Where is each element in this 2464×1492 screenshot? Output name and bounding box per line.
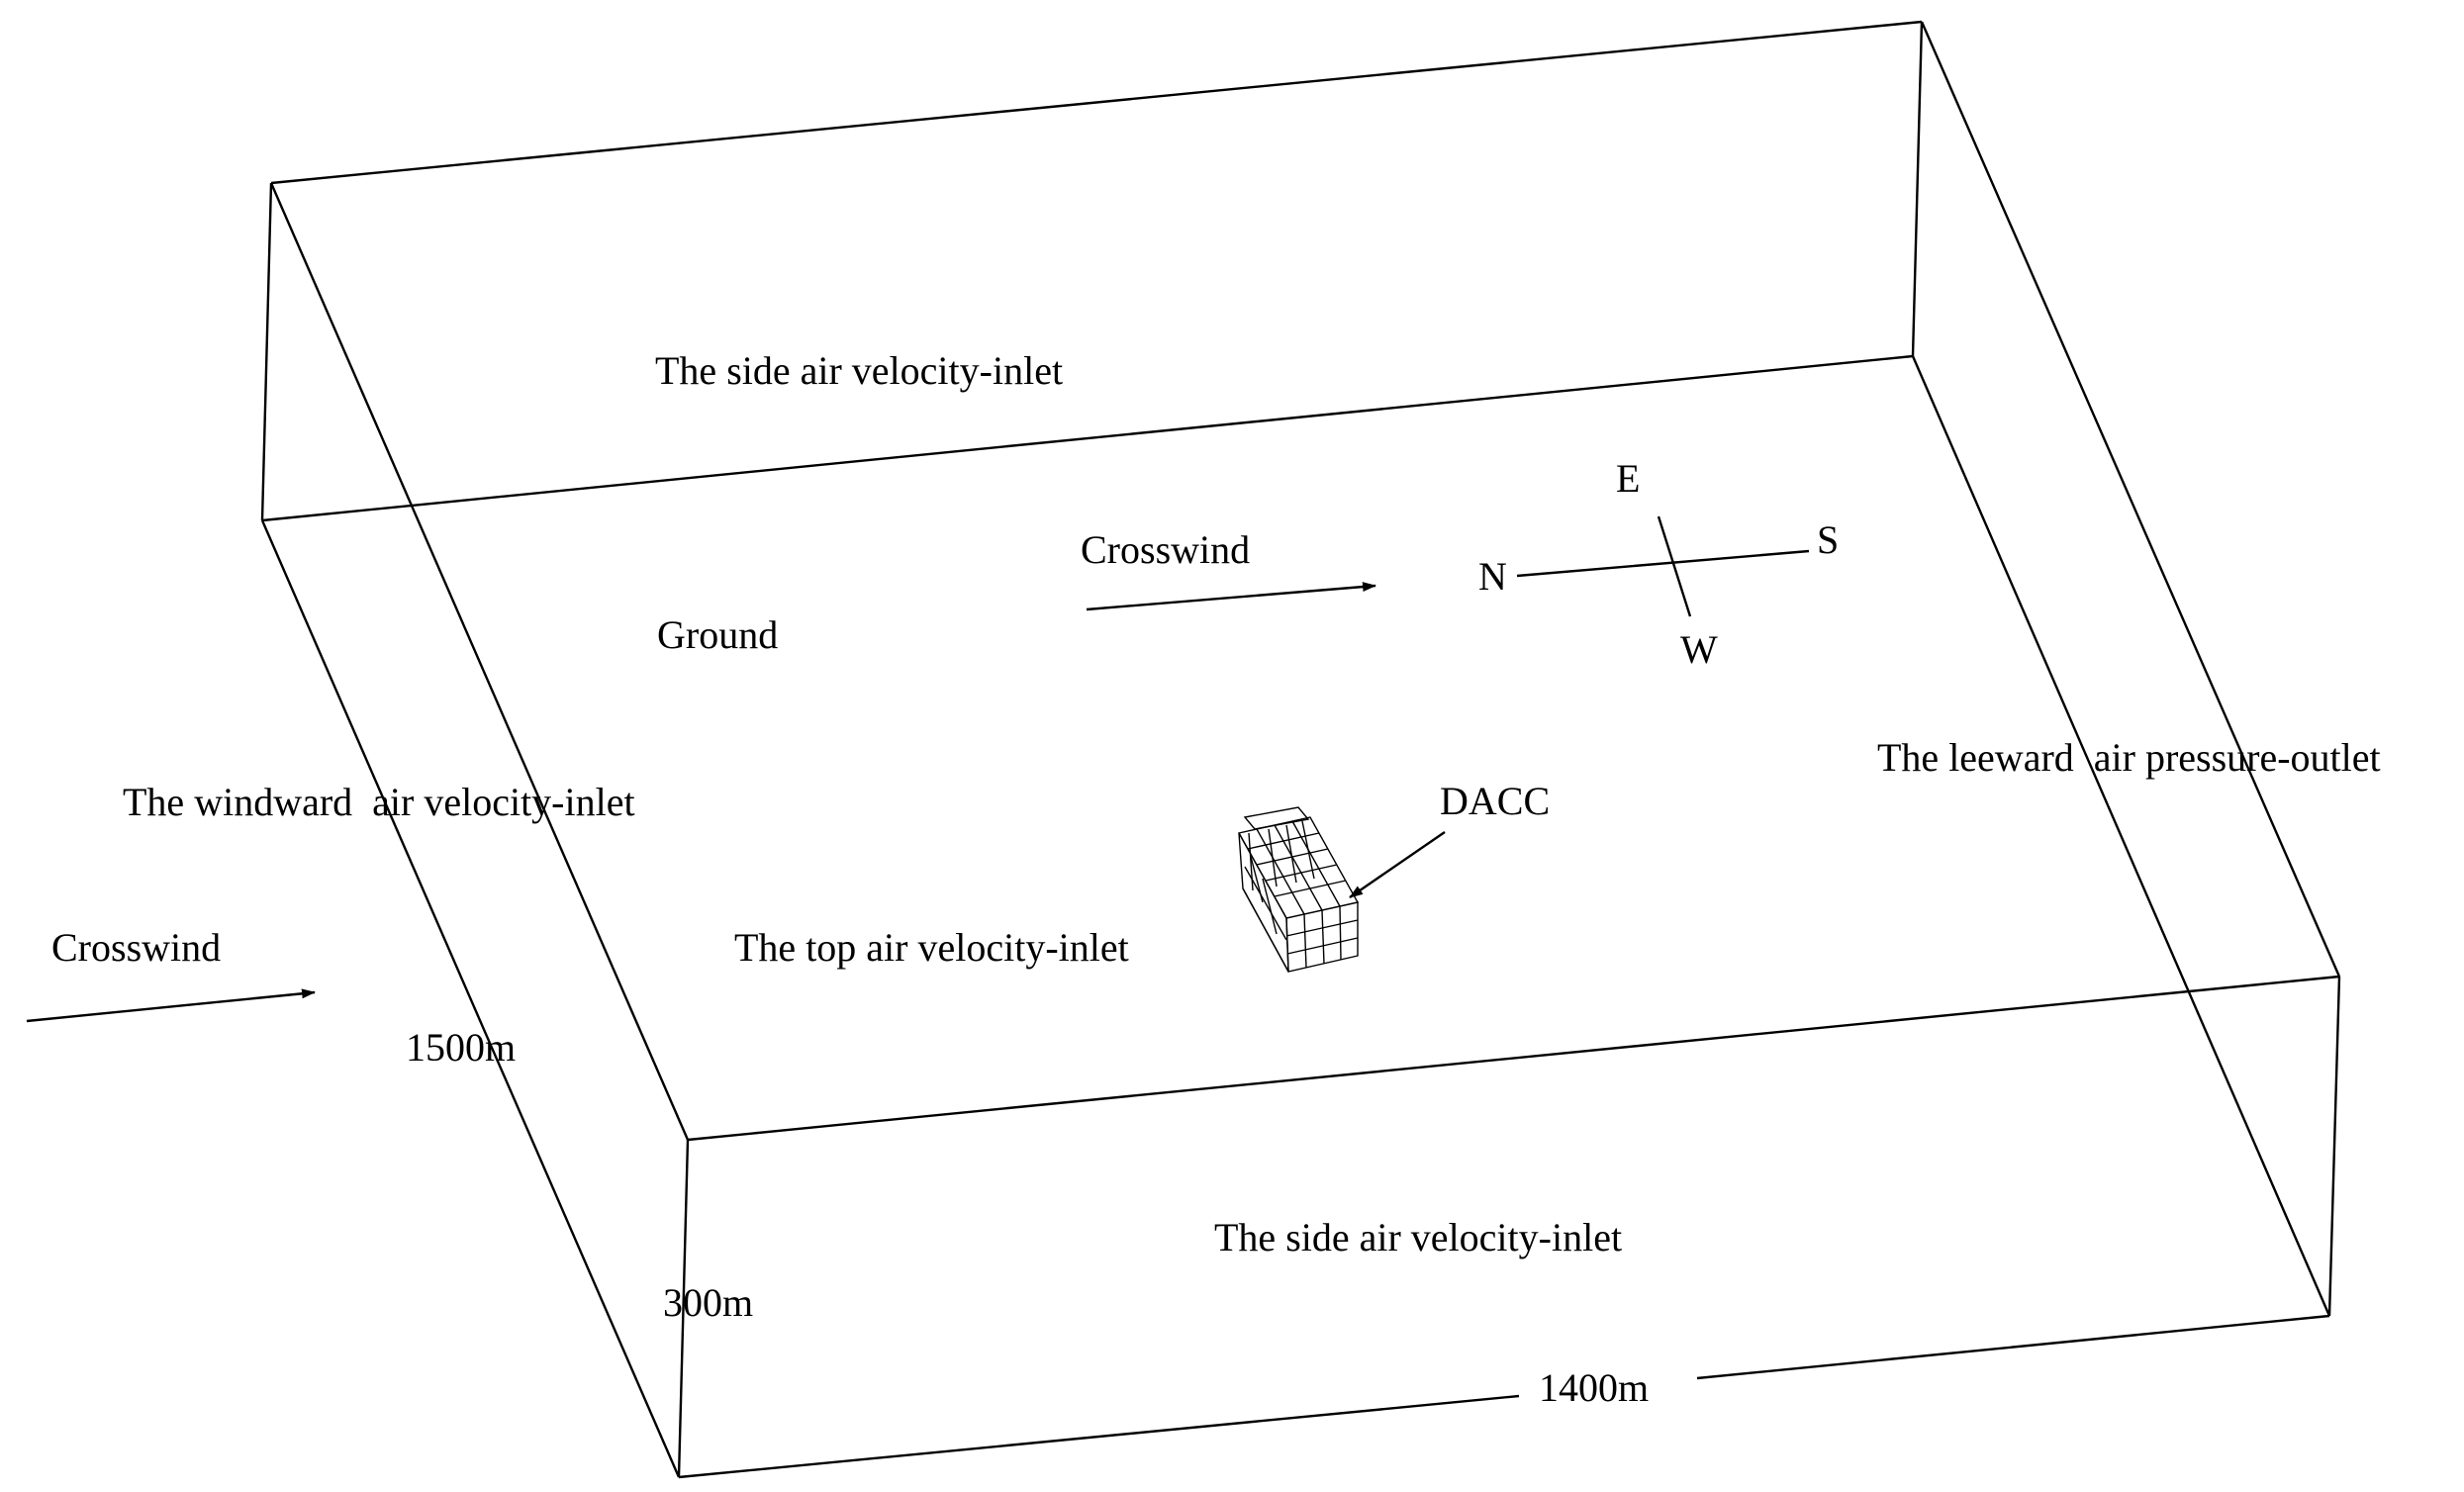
dacc-pointer-arrow xyxy=(1349,831,1446,898)
compass-east-label: E xyxy=(1616,456,1640,501)
dacc-model xyxy=(1237,806,1360,973)
top-inlet-label: The top air velocity-inlet xyxy=(734,925,1129,970)
side-inlet-back-label: The side air velocity-inlet xyxy=(655,348,1063,393)
leeward-outlet-label: The leeward air pressure-outlet xyxy=(1877,735,2381,780)
ground-label: Ground xyxy=(657,612,778,657)
crosswind-arrow-outer xyxy=(26,988,316,1023)
windward-inlet-label: The windward air velocity-inlet xyxy=(123,780,635,824)
crosswind-outer-label: Crosswind xyxy=(51,925,221,970)
height-dimension-label: 300m xyxy=(663,1280,753,1325)
compass-rose xyxy=(1516,515,1810,617)
domain-box-wireframe xyxy=(260,20,2341,1479)
length-dimension-label: 1500m xyxy=(406,1025,516,1070)
width-dimension-label: 1400m xyxy=(1539,1365,1649,1410)
compass-south-label: S xyxy=(1817,517,1839,562)
crosswind-arrow-inner xyxy=(1086,582,1376,611)
side-inlet-front-label: The side air velocity-inlet xyxy=(1214,1215,1622,1259)
compass-north-label: N xyxy=(1478,554,1507,599)
compass-west-label: W xyxy=(1680,627,1718,672)
dacc-label: DACC xyxy=(1440,779,1550,823)
crosswind-inner-label: Crosswind xyxy=(1081,527,1250,572)
